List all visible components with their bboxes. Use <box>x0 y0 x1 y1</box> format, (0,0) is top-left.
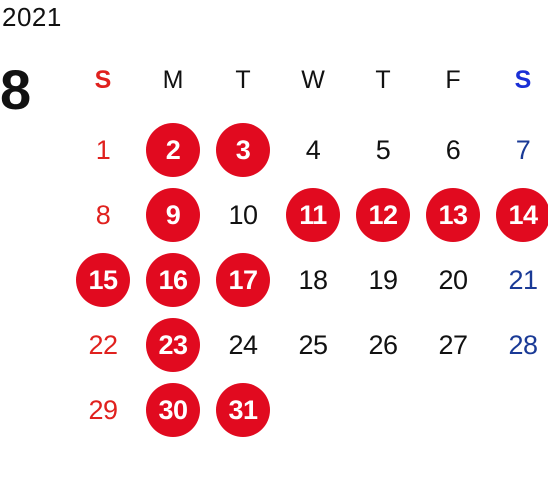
day-cell[interactable]: 8 <box>95 199 111 230</box>
day-cell[interactable]: 4 <box>305 134 321 165</box>
day-cell-highlighted[interactable]: 30 <box>146 383 200 437</box>
weekday-header: W <box>301 65 325 94</box>
day-cell[interactable]: 24 <box>228 329 258 360</box>
day-cell[interactable]: 21 <box>508 264 538 295</box>
day-cell[interactable]: 5 <box>375 134 391 165</box>
weekday-header: T <box>235 65 251 94</box>
day-cell[interactable]: 10 <box>228 199 258 230</box>
day-cell-highlighted[interactable]: 3 <box>216 123 270 177</box>
day-cell-highlighted[interactable]: 13 <box>426 188 480 242</box>
day-cell-highlighted[interactable]: 16 <box>146 253 200 307</box>
day-cell[interactable]: 27 <box>438 329 468 360</box>
weekday-header: T <box>375 65 391 94</box>
day-cell[interactable]: 1 <box>95 134 111 165</box>
weekday-header: F <box>445 65 461 94</box>
day-cell-highlighted[interactable]: 9 <box>146 188 200 242</box>
weekday-header: S <box>94 65 112 94</box>
day-cell[interactable]: 28 <box>508 329 538 360</box>
day-cell-highlighted[interactable]: 15 <box>76 253 130 307</box>
day-cell[interactable]: 26 <box>368 329 398 360</box>
day-cell[interactable]: 7 <box>515 134 531 165</box>
day-cell-highlighted[interactable]: 23 <box>146 318 200 372</box>
day-cell[interactable]: 25 <box>298 329 328 360</box>
weekday-header: M <box>162 65 184 94</box>
day-cell[interactable]: 20 <box>438 264 468 295</box>
day-cell[interactable]: 29 <box>88 394 118 425</box>
day-cell[interactable]: 6 <box>445 134 461 165</box>
day-cell[interactable]: 19 <box>368 264 398 295</box>
day-cell-highlighted[interactable]: 2 <box>146 123 200 177</box>
day-cell-highlighted[interactable]: 12 <box>356 188 410 242</box>
day-cell[interactable]: 22 <box>88 329 118 360</box>
day-cell-highlighted[interactable]: 11 <box>286 188 340 242</box>
month-label: 8 <box>0 58 32 121</box>
day-cell-highlighted[interactable]: 31 <box>216 383 270 437</box>
day-cell-highlighted[interactable]: 17 <box>216 253 270 307</box>
weekday-header: S <box>514 65 532 94</box>
day-cell[interactable]: 18 <box>298 264 328 295</box>
day-cell-highlighted[interactable]: 14 <box>496 188 548 242</box>
year-label: 2021 <box>2 2 62 32</box>
